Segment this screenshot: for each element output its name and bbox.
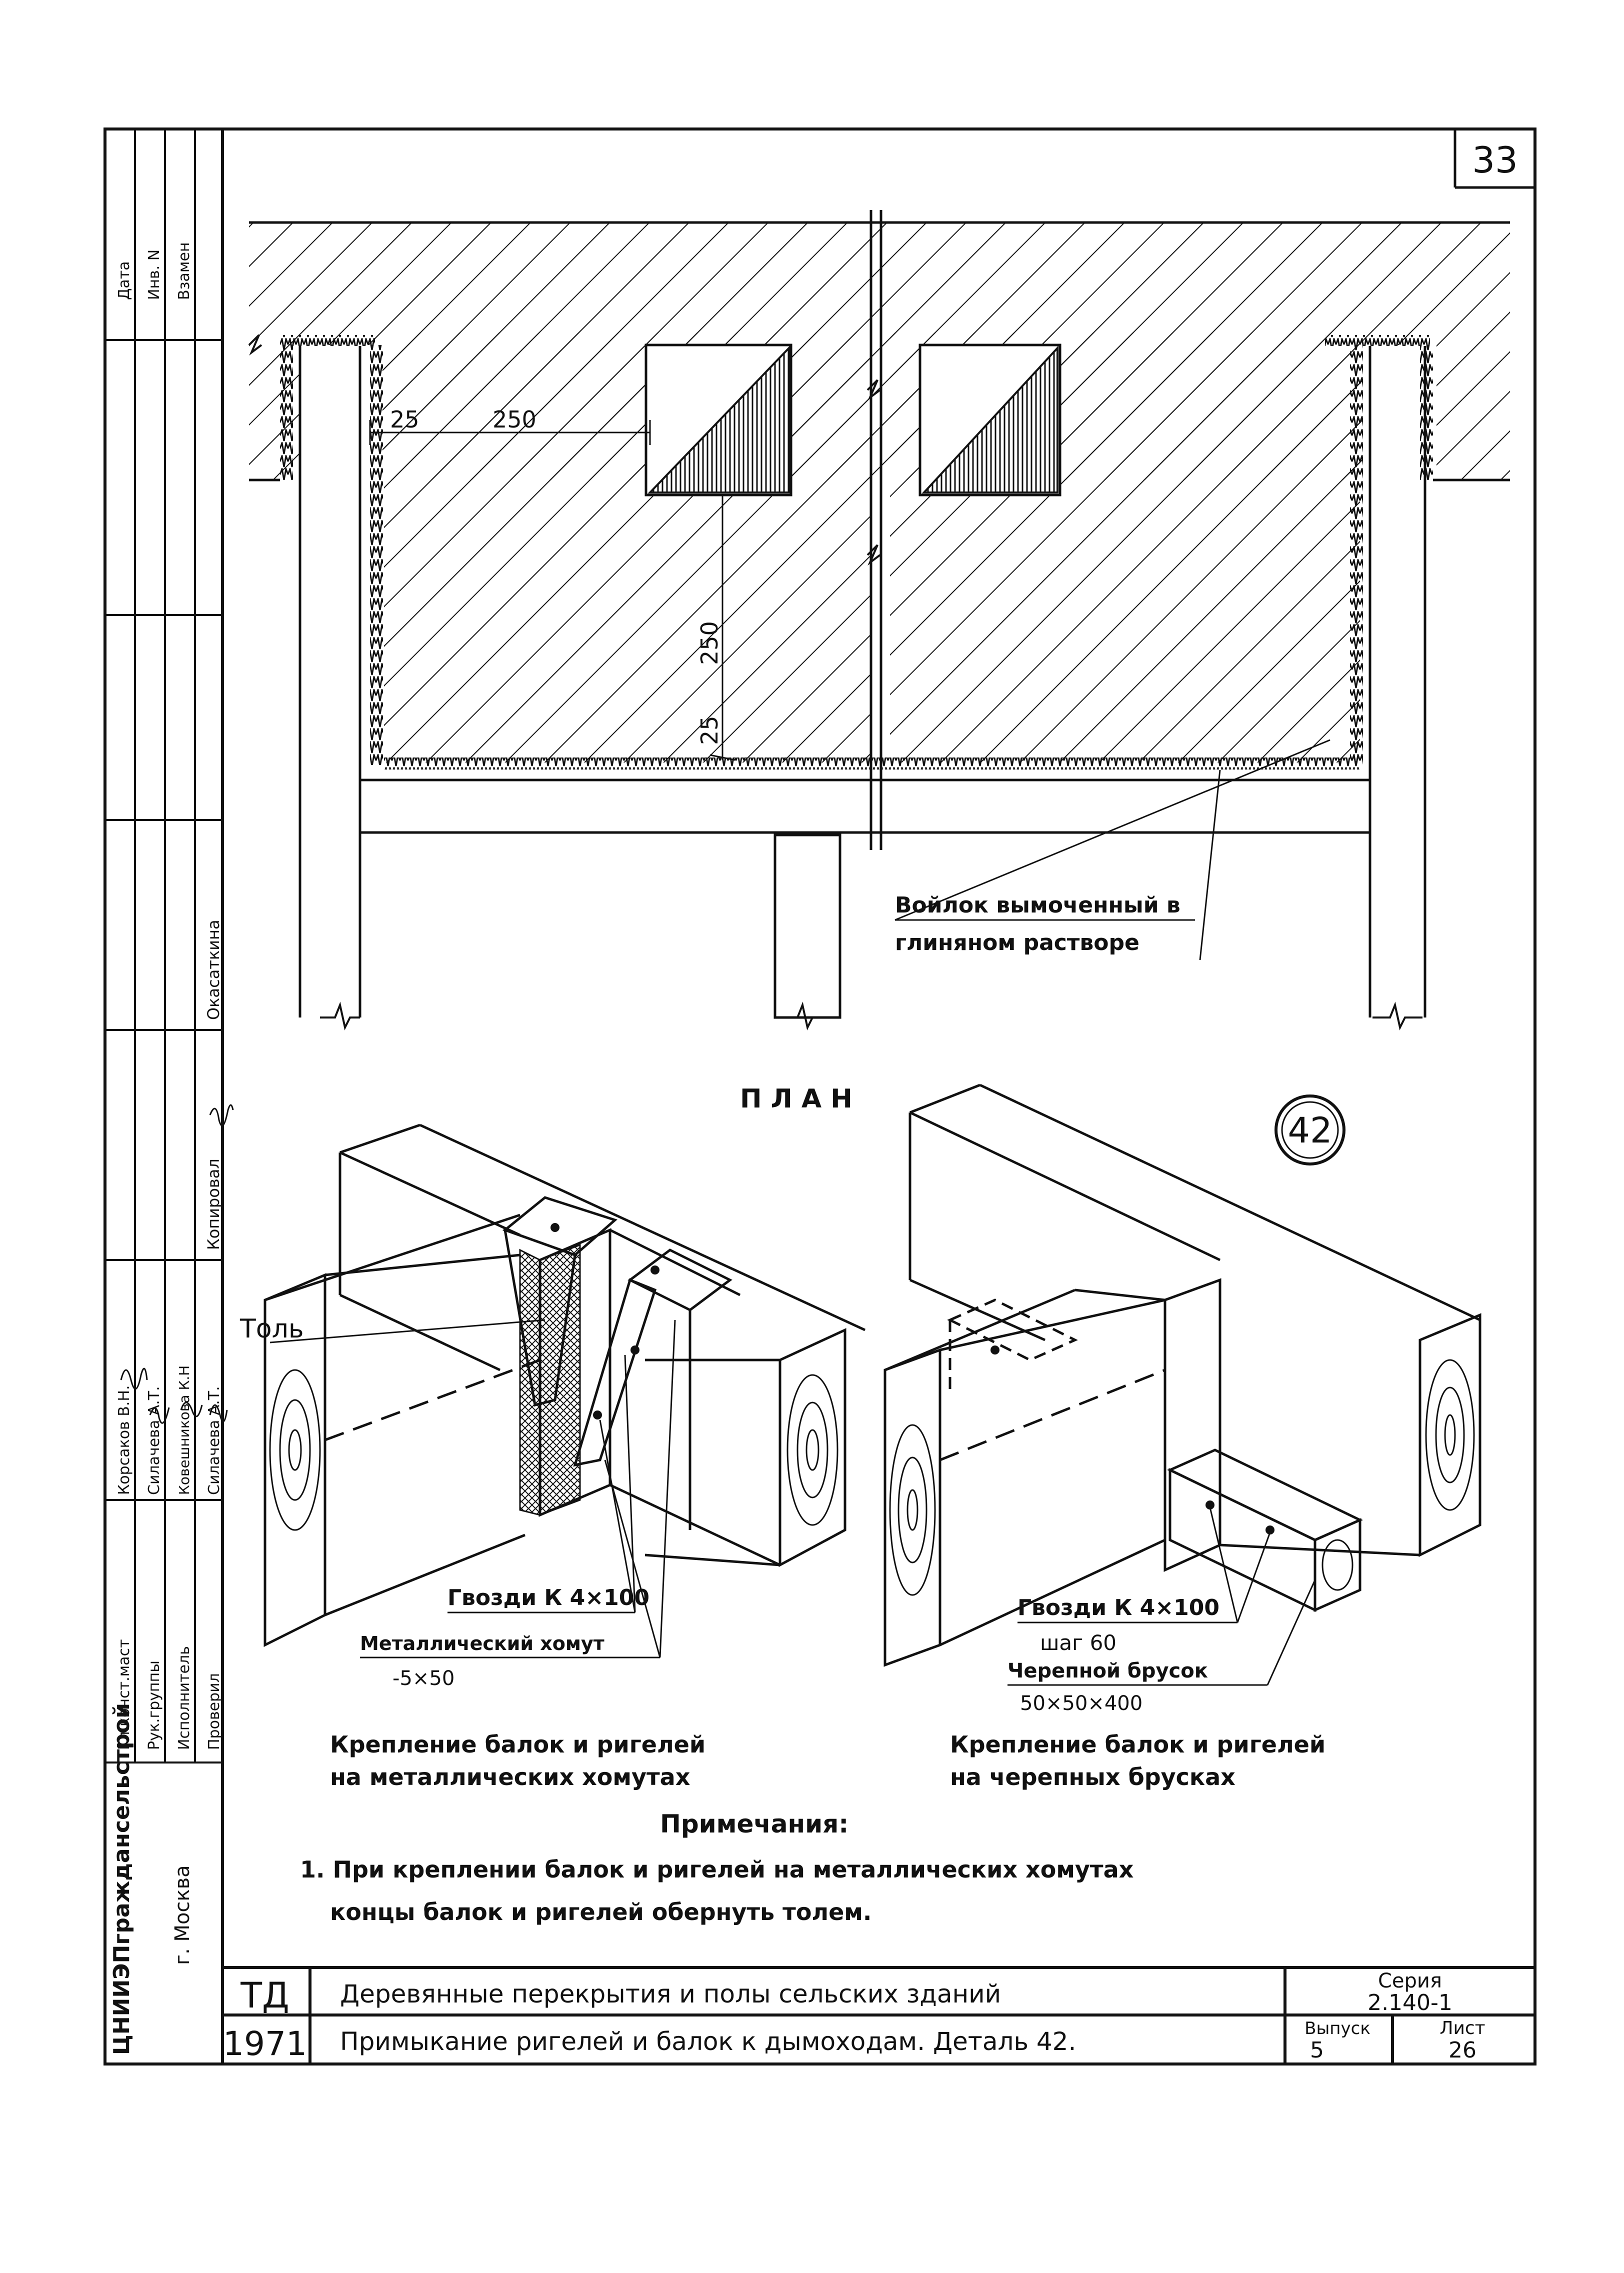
sheet-frame xyxy=(104,128,1536,2066)
tb-year: 1971 xyxy=(223,2024,307,2063)
left-wood-rings xyxy=(269,1369,838,1531)
note-line-2: концы балок и ригелей обернуть толем. xyxy=(330,1898,872,1926)
right-wood-rings xyxy=(889,1359,1475,1596)
left-nail-dots xyxy=(550,1223,660,1420)
tb-series-value: 2.140-1 xyxy=(1368,1990,1452,2016)
stamp-copy-name: Окасаткина xyxy=(204,920,223,1020)
dim-left-gap: 25 xyxy=(390,406,420,433)
right-beam-end-left xyxy=(884,1348,942,1667)
tb-issue-label: Выпуск xyxy=(1304,2018,1370,2038)
left-tol-wrap xyxy=(519,1244,581,1516)
plan-title: П Л А Н xyxy=(740,1084,852,1114)
detail-number: 42 xyxy=(1288,1110,1332,1151)
left-leaders xyxy=(270,1319,676,1658)
sheet-number: 33 xyxy=(1472,139,1518,181)
dim-bottom-gap: 25 xyxy=(696,716,723,745)
stamp-name-chief: Корсаков В.Н. xyxy=(116,1386,133,1495)
dim-flue-depth: 250 xyxy=(696,621,723,665)
clamp-size: -5×50 xyxy=(392,1667,454,1690)
step-label: шаг 60 xyxy=(1040,1630,1116,1655)
tb-sheet-value: 26 xyxy=(1448,2038,1476,2063)
stamp-signatures xyxy=(120,1104,234,1424)
detail-callout: 42 xyxy=(1274,1094,1346,1166)
right-leaders xyxy=(1008,1507,1316,1686)
stamp-city: г. Москва xyxy=(171,1865,194,1965)
side-stamp xyxy=(105,129,222,1764)
title-block xyxy=(222,1966,1535,2064)
left-caption-line-1: Крепление балок и ригелей xyxy=(330,1731,706,1758)
felt-band-left-vertical xyxy=(370,345,383,765)
dim-flue-offset: 250 xyxy=(492,406,536,433)
right-nails-label: Гвозди К 4×100 xyxy=(1018,1595,1220,1620)
left-nails-label: Гвозди К 4×100 xyxy=(448,1585,650,1610)
stamp-copy-label: Копировал xyxy=(204,1158,223,1250)
note-line-1: 1. При креплении балок и ригелей на мета… xyxy=(300,1856,1134,1883)
stamp-role-chief: Гл.конст.маст xyxy=(116,1639,133,1750)
side-stamp-text: Дата Инв. N Взамен Гл.конст.маст Рук.гру… xyxy=(109,242,223,2055)
stamp-role-executor: Исполнитель xyxy=(176,1646,193,1750)
notes-block: Примечания: 1. При креплении балок и риг… xyxy=(300,1810,1134,1926)
tb-series-label: Серия xyxy=(1378,1970,1442,1992)
stamp-name-group-lead: Силачева А.Т. xyxy=(146,1386,163,1495)
tol-label: Толь xyxy=(240,1314,304,1344)
left-beam-end-right xyxy=(778,1328,846,1568)
clamp-label: Металлический хомут xyxy=(360,1632,604,1654)
stamp-name-executor: Ковешникова К.Н xyxy=(176,1366,192,1495)
plan-view: 25 250 250 25 Войлок вымоченный в глинян… xyxy=(248,210,1510,1114)
stamp-role-checker: Проверил xyxy=(206,1673,223,1750)
stamp-header-replace: Взамен xyxy=(176,242,193,300)
detail-left xyxy=(264,1124,866,1648)
skull-bar-size: 50×50×400 xyxy=(1020,1692,1142,1715)
stamp-header-inv: Инв. N xyxy=(146,250,163,300)
felt-label-line-2: глиняном растворе xyxy=(895,930,1140,956)
right-nail-dots xyxy=(990,1346,1274,1534)
tb-sheet-label: Лист xyxy=(1440,2018,1485,2038)
right-caption-line-1: Крепление балок и ригелей xyxy=(950,1731,1326,1758)
right-caption-line-2: на черепных брусках xyxy=(950,1764,1236,1790)
detail-right xyxy=(884,1084,1482,1667)
left-caption-line-2: на металлических хомутах xyxy=(330,1764,690,1790)
stamp-header-date: Дата xyxy=(116,261,133,300)
felt-label-line-1: Войлок вымоченный в xyxy=(895,892,1180,918)
skull-bar-label: Черепной брусок xyxy=(1008,1660,1208,1682)
tb-subtitle: Примыкание ригелей и балок к дымоходам. … xyxy=(340,2027,1076,2056)
plan-chimney-left xyxy=(384,332,872,762)
stamp-name-checker: Силачева А.Т. xyxy=(206,1386,223,1495)
tb-code: ТД xyxy=(240,1975,289,2016)
right-beam-end-right xyxy=(1418,1313,1482,1558)
felt-band-right-vertical xyxy=(1350,345,1363,765)
stamp-role-group-lead: Рук.группы xyxy=(146,1660,163,1750)
tb-title: Деревянные перекрытия и полы сельских зд… xyxy=(340,1980,1001,2008)
notes-title: Примечания: xyxy=(660,1810,848,1838)
stamp-organization: ЦНИИЭПграждансельстрой xyxy=(109,1703,134,2055)
tb-issue-value: 5 xyxy=(1310,2038,1324,2063)
